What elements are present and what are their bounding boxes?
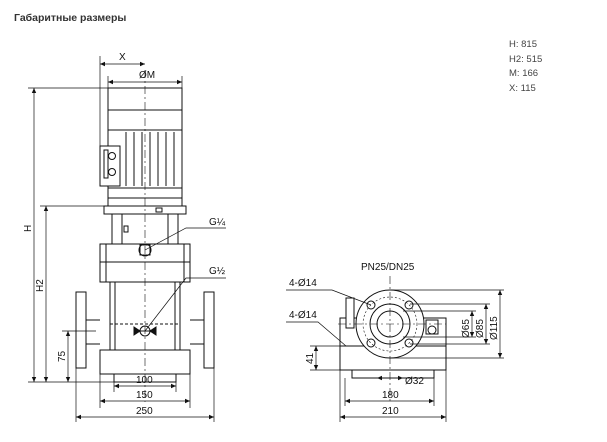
dim-75-label: 75 xyxy=(57,350,68,362)
dim-100-label: 100 xyxy=(136,375,153,386)
dim-41-label: 41 xyxy=(305,352,316,364)
page-title: Габаритные размеры xyxy=(14,12,127,24)
d115-label: Ø115 xyxy=(489,316,500,340)
holes-top-label: 4-Ø14 xyxy=(289,278,317,289)
spec-m: M: 166 xyxy=(509,68,539,80)
flange-side-view xyxy=(339,289,447,379)
dimension-h2 xyxy=(40,205,104,382)
dim-x-label: X xyxy=(119,52,126,63)
hole-callouts xyxy=(286,289,372,347)
spec-h2: H2: 515 xyxy=(509,53,543,65)
spec-x: X: 115 xyxy=(509,82,536,94)
d65-label: Ø65 xyxy=(461,319,472,338)
d85-label: Ø85 xyxy=(475,319,486,338)
port-bottom-label: G½ xyxy=(209,266,226,277)
dim-h-label: H xyxy=(23,225,34,232)
motor-body xyxy=(99,87,183,207)
flange-centerlines xyxy=(338,276,446,404)
pn-label: PN25/DN25 xyxy=(361,262,415,273)
inlet-flange xyxy=(75,291,100,369)
dimension-h xyxy=(28,87,108,382)
holes-bottom-label: 4-Ø14 xyxy=(289,310,317,321)
outlet-flange xyxy=(190,291,215,369)
dim-h2-label: H2 xyxy=(35,279,46,292)
dim-m-label: ØM xyxy=(139,70,155,81)
front-bottom-dims xyxy=(75,368,215,422)
spec-list: H: 815 H2: 515 M: 166 X: 115 xyxy=(509,38,542,96)
spec-h: H: 815 xyxy=(509,39,537,50)
d32-label: Ø32 xyxy=(405,376,424,387)
flange-bottom-dims xyxy=(339,370,447,422)
dimension-75 xyxy=(62,330,96,382)
dim-150-label: 150 xyxy=(136,390,153,401)
dimension-41 xyxy=(310,345,340,371)
dim-210-label: 210 xyxy=(382,406,399,417)
dim-250-label: 250 xyxy=(136,406,153,417)
flange-diameter-dims xyxy=(390,289,504,359)
dimension-x xyxy=(99,56,183,146)
dim-180-label: 180 xyxy=(382,390,399,401)
port-top-label: G¼ xyxy=(209,216,226,228)
port-callouts xyxy=(144,227,226,332)
